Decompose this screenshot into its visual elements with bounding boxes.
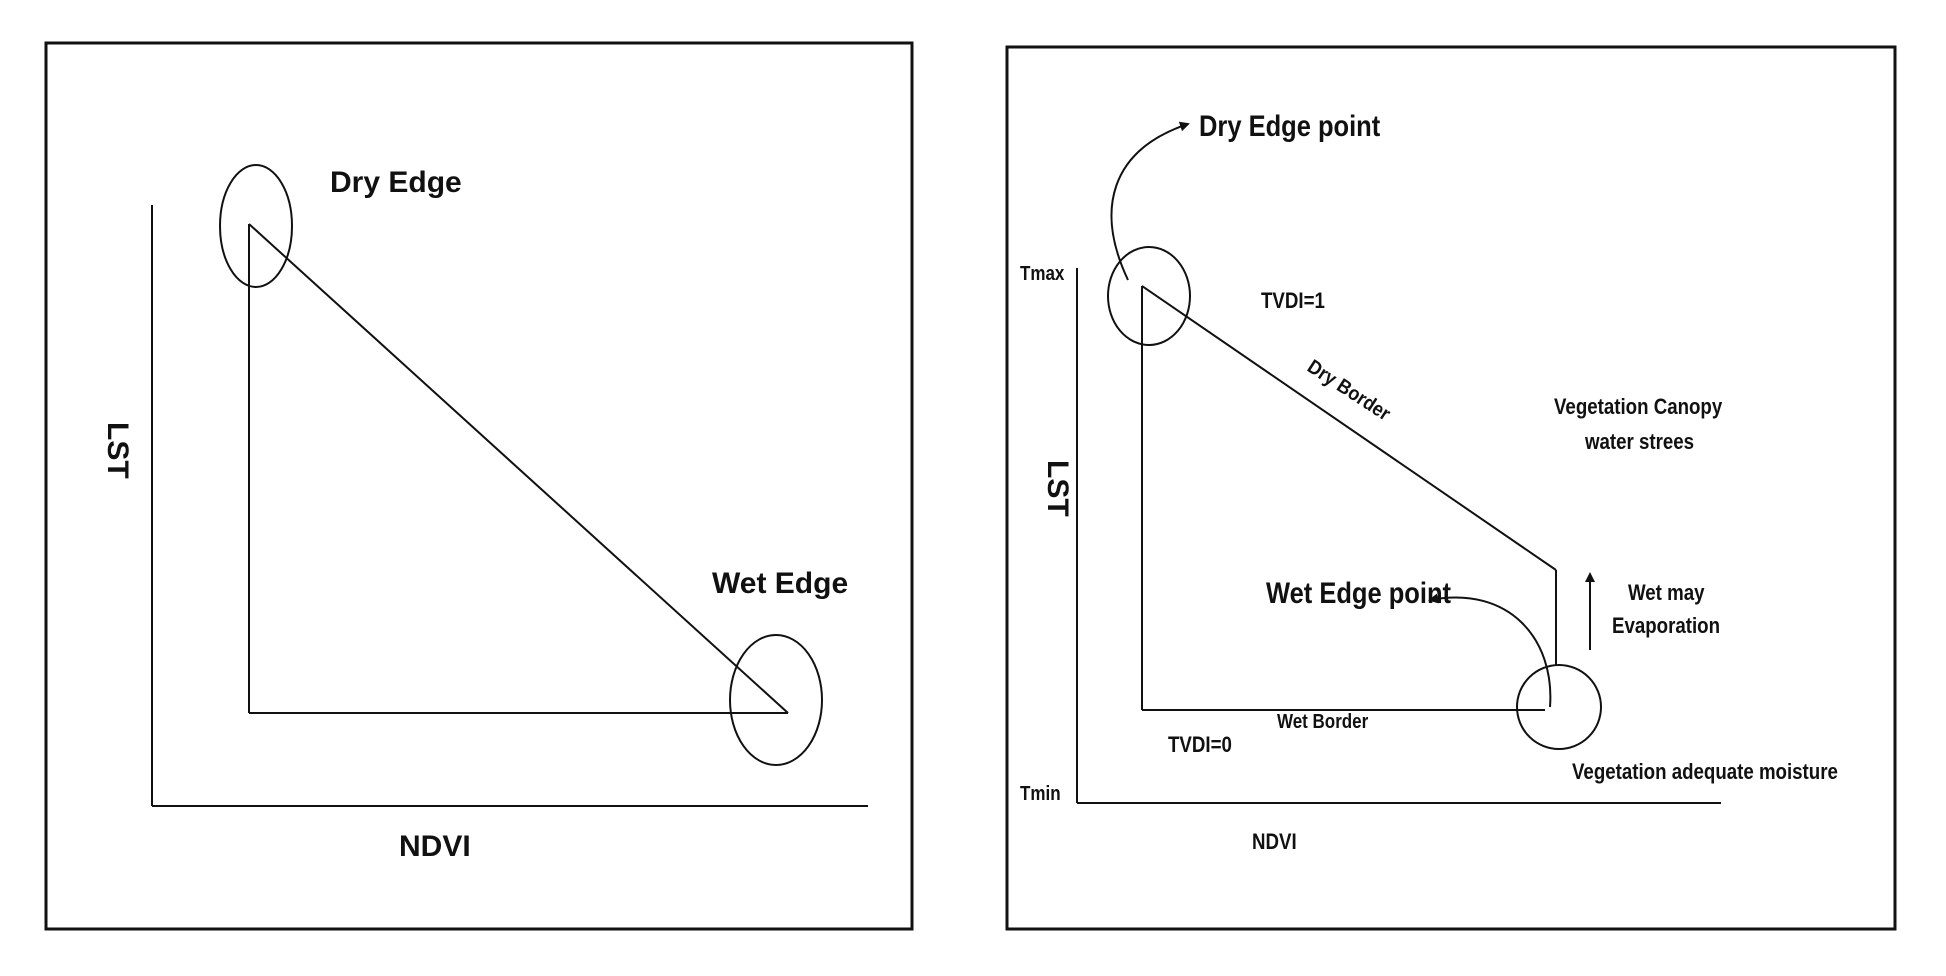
evaporation-line2: Evaporation <box>1612 615 1720 639</box>
wet-edge-pointer-arrow <box>1428 593 1552 708</box>
left-panel: Dry Edge Wet Edge NDVI LST <box>44 41 914 931</box>
left-panel-frame <box>44 41 914 931</box>
tmin-label: Tmin <box>1020 782 1061 805</box>
left-y-axis-label: LST <box>101 422 134 479</box>
left-wet-edge-circle <box>729 634 823 766</box>
left-dry-edge-circle <box>219 164 293 288</box>
right-dry-edge-circle <box>1107 246 1191 346</box>
dry-edge-point-label: Dry Edge point <box>1199 109 1380 142</box>
canopy-stress-line2: water strees <box>1584 431 1694 455</box>
right-dry-border-line <box>1141 285 1557 571</box>
canopy-stress-line1: Vegetation Canopy <box>1554 396 1723 420</box>
wet-edge-point-label: Wet Edge point <box>1266 576 1451 609</box>
left-triangle-hypotenuse <box>248 223 789 714</box>
tvdi-1-label: TVDI=1 <box>1261 290 1325 314</box>
tmax-label: Tmax <box>1020 262 1065 285</box>
wet-border-label: Wet Border <box>1277 710 1368 733</box>
right-x-axis-label: NDVI <box>1252 831 1297 855</box>
dry-edge-pointer-arrow <box>1110 121 1190 281</box>
evaporation-line1: Wet may <box>1628 582 1705 606</box>
right-panel-frame <box>1005 45 1897 931</box>
right-panel: Dry Edge point Wet Edge point Tmax Tmin … <box>1005 45 1897 931</box>
adequate-moisture-label: Vegetation adequate moisture <box>1572 761 1838 785</box>
left-x-axis-label: NDVI <box>399 830 471 863</box>
right-wet-edge-circle <box>1516 664 1602 750</box>
left-dry-edge-label: Dry Edge <box>330 166 462 199</box>
tvdi-0-label: TVDI=0 <box>1168 734 1232 758</box>
dry-border-label: Dry Border <box>1303 356 1394 426</box>
right-y-axis-label: LST <box>1041 460 1074 517</box>
left-wet-edge-label: Wet Edge <box>712 567 848 600</box>
